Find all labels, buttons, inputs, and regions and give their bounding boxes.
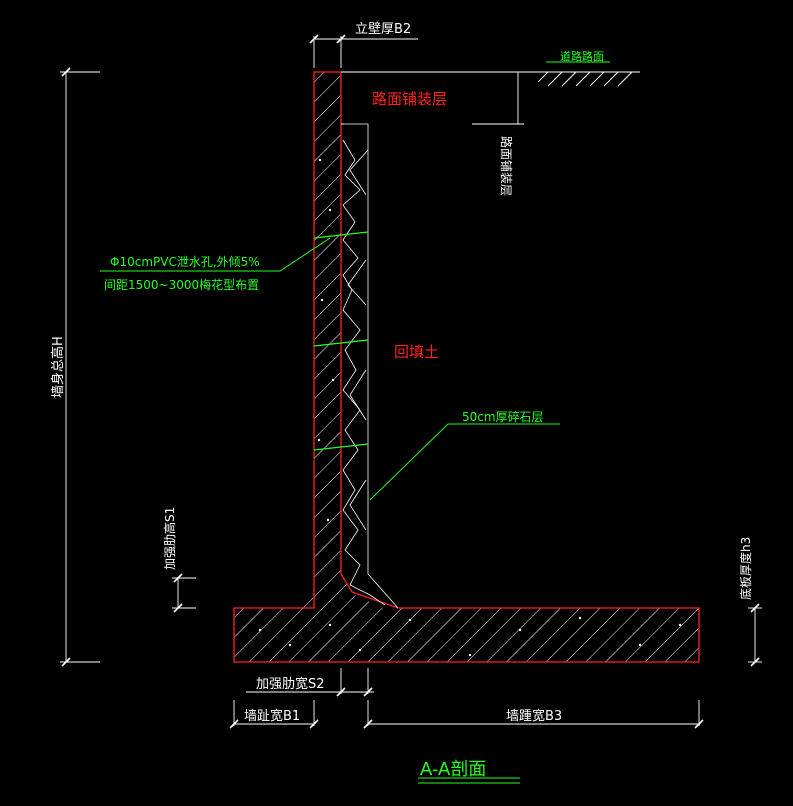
heel-width-label: 墙踵宽B3: [506, 708, 562, 724]
section-title: A-A剖面: [420, 759, 486, 780]
backfill-label: 回填土: [394, 343, 439, 361]
wall-thickness-label: 立壁厚B2: [355, 22, 411, 37]
pavement-layer-vertical-label: 路面铺装层: [499, 136, 514, 196]
base-thickness-label: 底板厚度h3: [738, 537, 753, 600]
concrete-section: [233, 71, 700, 663]
concrete-outline: [233, 71, 700, 663]
pavement-layer-label: 路面铺装层: [372, 90, 447, 108]
gravel-layer: [341, 123, 399, 609]
gravel-layer-label: 50cm厚碎石层: [462, 409, 544, 424]
drain-pipe-label-1: Φ10cmPVC泄水孔,外倾5%: [110, 255, 260, 269]
wall-total-height-label: 墙身总高H: [50, 336, 66, 398]
drawing-labels: 立壁厚B2 道路路面 路面铺装层 路面铺装层 Φ10cmPVC泄水孔,外倾5% …: [50, 22, 753, 780]
wall-stem: [234, 72, 699, 662]
drain-pipe-label-2: 间距1500~3000梅花型布置: [104, 277, 259, 292]
haunch-width-label: 加强肋宽S2: [256, 676, 325, 692]
drain-pipes: [313, 231, 369, 451]
leader-lines: [100, 237, 560, 784]
road-surface-label: 道路路面: [560, 49, 604, 63]
aggregate-dots: [258, 158, 682, 657]
road-ground: [341, 61, 640, 87]
haunch-height-label: 加强肋高S1: [162, 507, 177, 570]
toe-width-label: 墙趾宽B1: [244, 708, 300, 724]
dimension-lines: [60, 34, 762, 729]
